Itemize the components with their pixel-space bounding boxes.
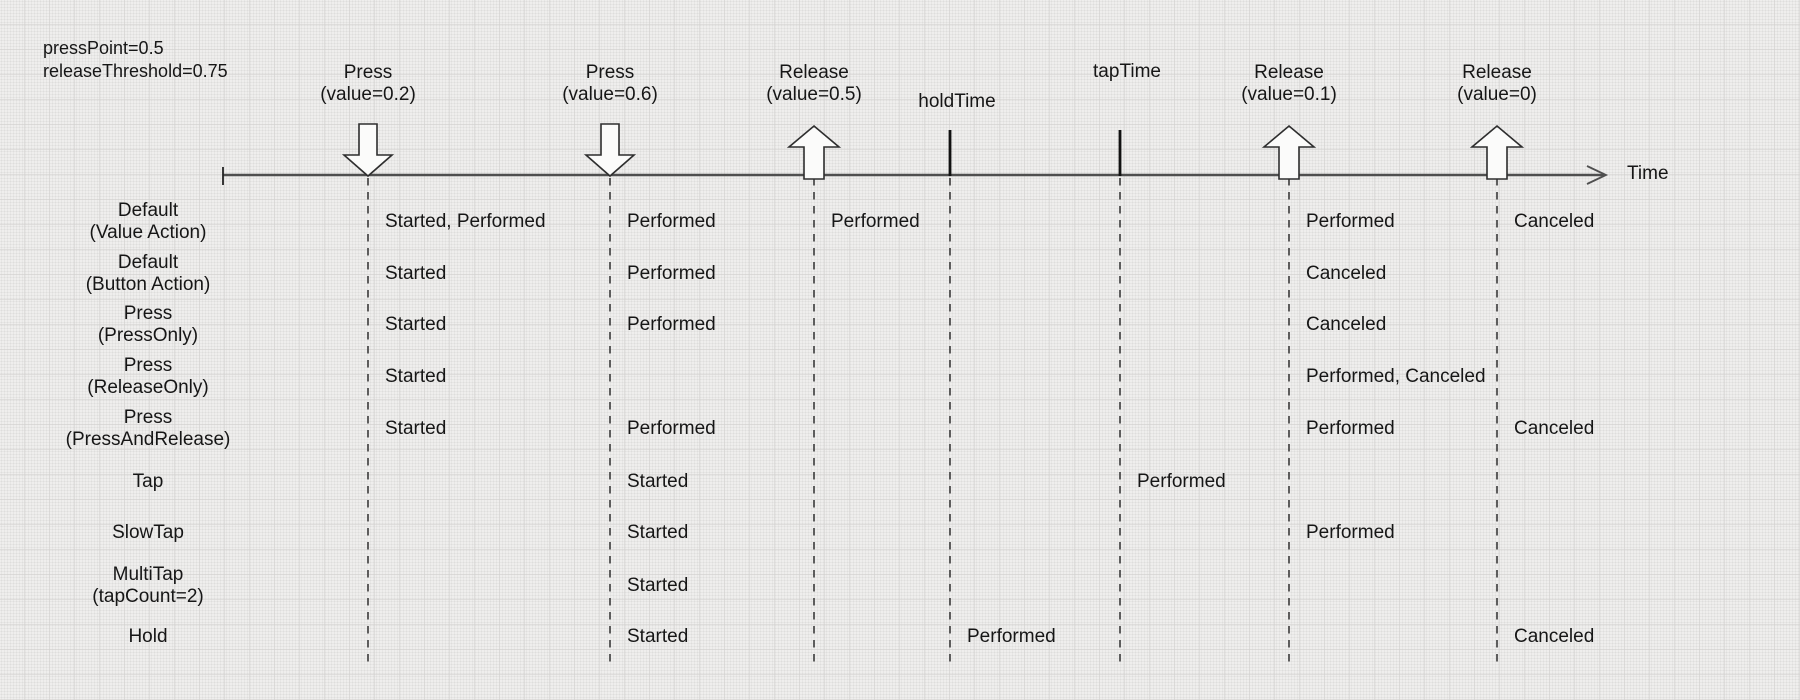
row-label: SlowTap <box>112 522 184 543</box>
up-arrow-icon <box>786 124 842 180</box>
annotation: Canceled <box>1514 418 1595 439</box>
row-label: Default (Value Action) <box>89 200 207 243</box>
row-label: Press (PressOnly) <box>97 303 199 346</box>
event-label-release-0: Release (value=0) <box>1457 62 1537 105</box>
event-label-release-0.1: Release (value=0.1) <box>1241 62 1337 105</box>
row-label: Tap <box>132 471 164 492</box>
row-label: Press (PressAndRelease) <box>65 407 231 450</box>
row-label: Press (ReleaseOnly) <box>87 355 209 398</box>
down-arrow-icon <box>583 123 637 178</box>
annotation: Started <box>627 522 689 543</box>
annotation: Performed <box>627 314 716 335</box>
time-axis-label: Time <box>1627 163 1669 184</box>
event-label-press-0.2: Press (value=0.2) <box>320 62 416 105</box>
timeline-arrowhead-icon <box>1586 165 1609 185</box>
annotation: Performed <box>1306 418 1395 439</box>
event-label-release-0.5: Release (value=0.5) <box>766 62 862 105</box>
annotation: Started <box>385 418 447 439</box>
annotation: Started <box>627 575 689 596</box>
annotation: Performed <box>627 211 716 232</box>
annotation: Started <box>385 366 447 387</box>
annotation: Performed <box>1137 471 1226 492</box>
annotation: Performed <box>627 263 716 284</box>
row-label: MultiTap (tapCount=2) <box>92 564 204 607</box>
parameters-note: pressPoint=0.5 releaseThreshold=0.75 <box>43 38 228 81</box>
annotation: Started <box>385 314 447 335</box>
annotation: Canceled <box>1306 263 1387 284</box>
row-label: Default (Button Action) <box>85 252 211 295</box>
row-label: Hold <box>128 626 168 647</box>
annotation: Canceled <box>1514 211 1595 232</box>
annotation: Performed, Canceled <box>1306 366 1486 387</box>
annotation: Performed <box>627 418 716 439</box>
annotation: Started <box>627 471 689 492</box>
event-label-press-0.6: Press (value=0.6) <box>562 62 658 105</box>
annotation: Performed <box>1306 211 1395 232</box>
annotation: Performed <box>831 211 920 232</box>
event-label-tapTime: tapTime <box>1093 61 1161 82</box>
annotation: Canceled <box>1306 314 1387 335</box>
down-arrow-icon <box>341 123 395 178</box>
event-label-holdTime: holdTime <box>918 91 996 112</box>
annotation: Performed <box>967 626 1056 647</box>
annotation: Started <box>385 263 447 284</box>
up-arrow-icon <box>1469 124 1525 180</box>
annotation: Started, Performed <box>385 211 546 232</box>
up-arrow-icon <box>1261 124 1317 180</box>
annotation: Started <box>627 626 689 647</box>
annotation: Canceled <box>1514 626 1595 647</box>
annotation: Performed <box>1306 522 1395 543</box>
